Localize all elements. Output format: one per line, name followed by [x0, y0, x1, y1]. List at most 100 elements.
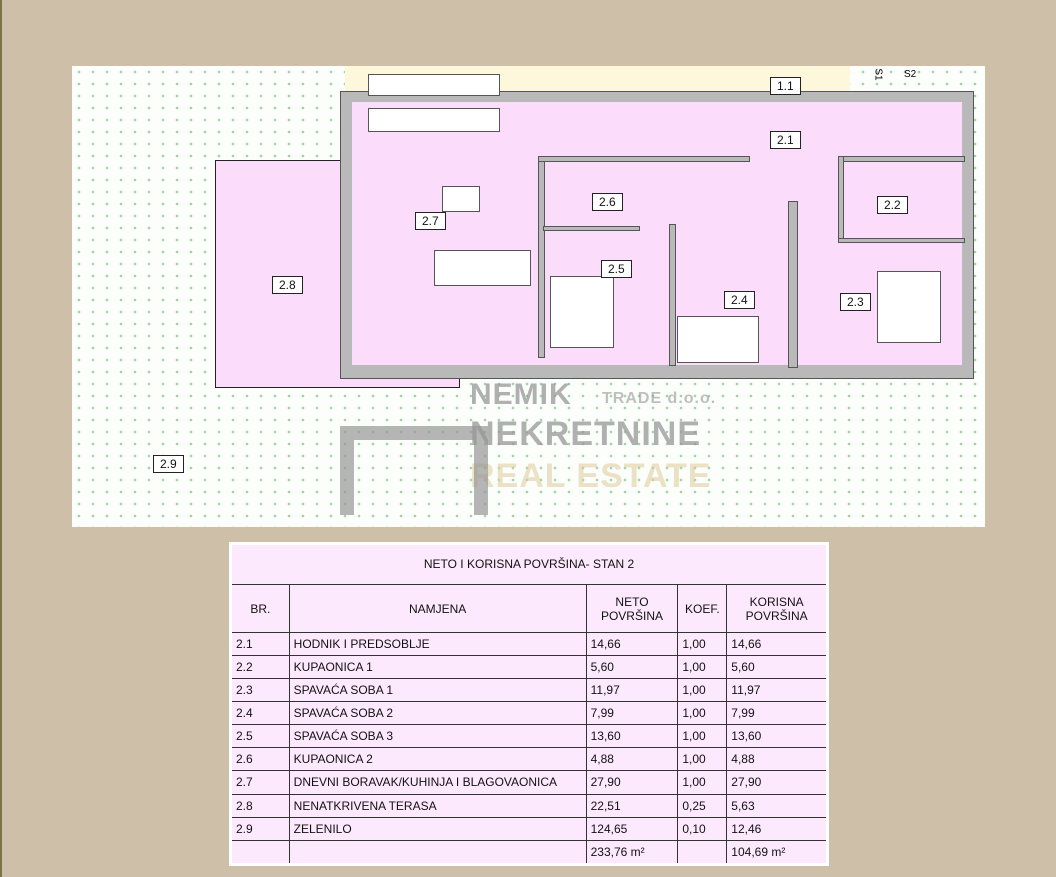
table-cell: DNEVNI BORAVAK/KUHINJA I BLAGOVAONICA [288, 770, 587, 795]
wall [838, 156, 844, 242]
table-cell: KUPAONICA 1 [288, 655, 587, 680]
table-cell: 27,90 [726, 770, 828, 795]
header-neto: NETO POVRŠINA [585, 583, 679, 634]
table-cell: KUPAONICA 2 [288, 747, 587, 772]
table-cell: 14,66 [726, 632, 828, 657]
header-br: BR. [230, 583, 290, 634]
section-mark-s1: S1 [872, 68, 884, 81]
table-cell: 1,00 [677, 678, 728, 703]
table-cell: 1,00 [677, 655, 728, 680]
table-cell: 5,60 [585, 655, 679, 680]
bed [550, 276, 614, 348]
bed [877, 271, 941, 343]
page-edge [0, 0, 2, 877]
table-cell: 104,69 m² [726, 839, 828, 866]
table-cell: SPAVAĆA SOBA 3 [288, 724, 587, 749]
watermark-nemik: NEMIK [470, 378, 572, 411]
table-cell: 11,97 [585, 678, 679, 703]
table-cell: 2.6 [230, 747, 290, 772]
table-cell: HODNIK I PREDSOBLJE [288, 632, 587, 657]
wall [538, 156, 545, 358]
table-cell [677, 839, 728, 866]
watermark-logo [340, 426, 488, 515]
sofa [434, 250, 531, 286]
table-cell: 2.3 [230, 678, 290, 703]
table-cell: 124,65 [585, 816, 679, 841]
table-cell: 4,88 [726, 747, 828, 772]
table-cell: SPAVAĆA SOBA 1 [288, 678, 587, 703]
table-title: NETO I KORISNA POVRŠINA- STAN 2 [230, 543, 828, 585]
table-row: 233,76 m² 104,69 m² [230, 839, 828, 866]
table-cell [230, 839, 290, 866]
table-cell: 13,60 [585, 724, 679, 749]
room-hallway [352, 102, 962, 365]
section-mark-s2: S2 [904, 69, 917, 80]
header-namjena: NAMJENA [288, 583, 587, 634]
table-cell: 1,00 [677, 701, 728, 726]
table-cell: 1,00 [677, 747, 728, 772]
room-label-2-4: 2.4 [724, 291, 755, 309]
header-koef: KOEF. [677, 583, 728, 634]
room-label-2-7: 2.7 [415, 212, 446, 230]
table-cell: NENATKRIVENA TERASA [288, 793, 587, 818]
watermark-trade: TRADE d.o.o. [602, 390, 717, 407]
table-cell: 2.9 [230, 816, 290, 841]
kitchen-counter [368, 74, 500, 96]
wall [543, 226, 640, 231]
watermark-nekretnine: NEKRETNINE [470, 415, 702, 453]
table-cell: 2.4 [230, 701, 290, 726]
table-cell: SPAVAĆA SOBA 2 [288, 701, 587, 726]
table-cell: 1,00 [677, 632, 728, 657]
table-cell: 7,99 [585, 701, 679, 726]
table-cell: 7,99 [726, 701, 828, 726]
watermark-real-estate: REAL ESTATE [470, 457, 712, 495]
table-cell: 12,46 [726, 816, 828, 841]
table-cell: 13,60 [726, 724, 828, 749]
table-cell: 14,66 [585, 632, 679, 657]
table-cell: 2.1 [230, 632, 290, 657]
room-label-2-8: 2.8 [272, 276, 303, 294]
table-cell: 11,97 [726, 678, 828, 703]
table-cell: 4,88 [585, 747, 679, 772]
table-cell: 2.2 [230, 655, 290, 680]
bed [677, 316, 759, 363]
table-cell: 2.5 [230, 724, 290, 749]
wall [788, 201, 798, 368]
area-table: NETO I KORISNA POVRŠINA- STAN 2 BR. NAMJ… [229, 542, 829, 866]
room-label-1-1: 1.1 [770, 77, 801, 95]
room-label-2-1: 2.1 [770, 131, 801, 149]
table-cell: 22,51 [585, 793, 679, 818]
table-cell: 1,00 [677, 724, 728, 749]
wall [838, 156, 965, 162]
wall [669, 224, 676, 366]
room-label-2-5: 2.5 [601, 260, 632, 278]
wall [538, 156, 750, 162]
room-label-2-2: 2.2 [877, 196, 908, 214]
table-cell: 27,90 [585, 770, 679, 795]
table-cell: 5,60 [726, 655, 828, 680]
table-cell: 233,76 m² [585, 839, 679, 866]
table-cell: 0,25 [677, 793, 728, 818]
table-cell [288, 839, 587, 866]
table-cell: ZELENILO [288, 816, 587, 841]
room-label-2-9: 2.9 [153, 455, 184, 473]
table-cell: 1,00 [677, 770, 728, 795]
table-cell: 5,63 [726, 793, 828, 818]
room-label-2-3: 2.3 [840, 293, 871, 311]
table-cell: 2.7 [230, 770, 290, 795]
room-label-2-6: 2.6 [592, 193, 623, 211]
table-cell: 2.8 [230, 793, 290, 818]
kitchen-counter [368, 108, 500, 132]
floor-plan: NEMIK TRADE d.o.o. NEKRETNINE REAL ESTAT… [72, 66, 985, 527]
dining-table [442, 186, 480, 212]
header-korisna: KORISNA POVRŠINA [726, 583, 828, 634]
